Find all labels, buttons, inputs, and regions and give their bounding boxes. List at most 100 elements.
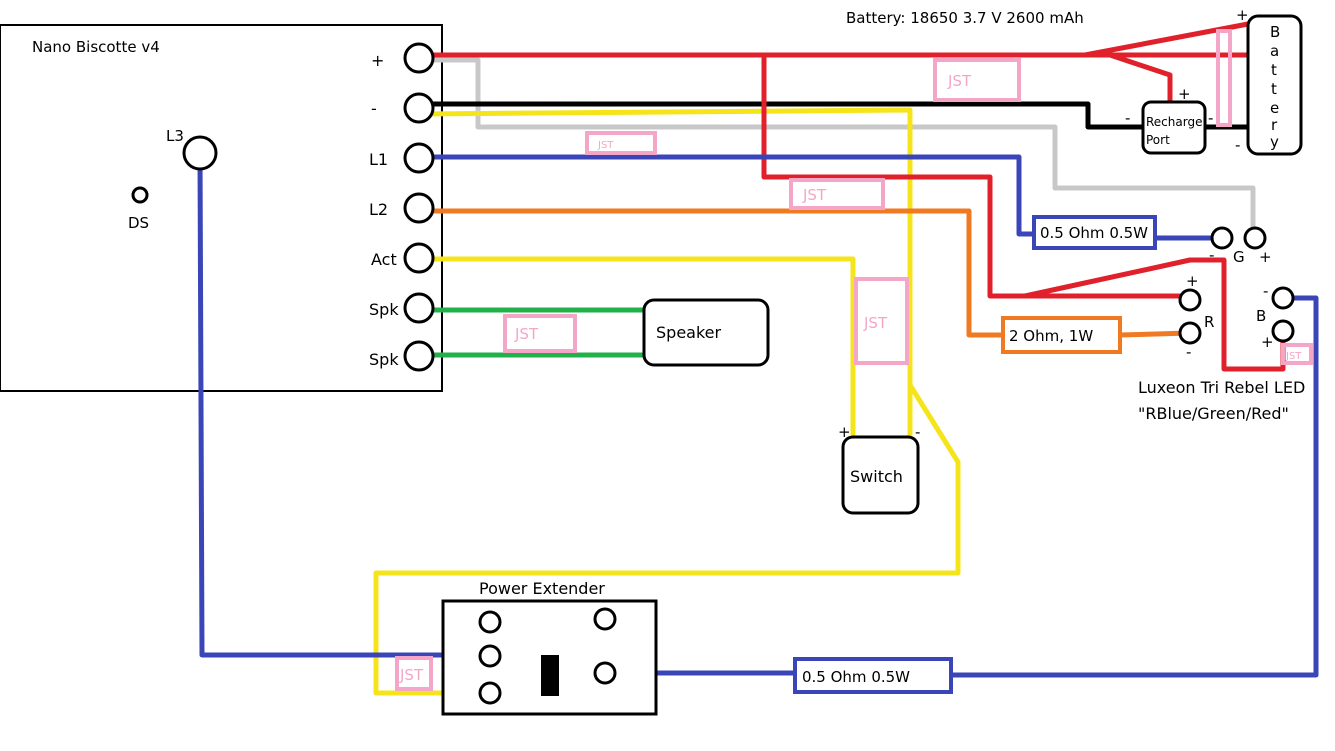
- battery-letter: t: [1271, 61, 1277, 79]
- led-g-plus: +: [1259, 248, 1272, 266]
- led-g-minus: -: [1209, 246, 1214, 264]
- pin-label-plus: +: [371, 51, 384, 70]
- battery-letter: e: [1270, 99, 1279, 117]
- wire-yellow-act: [418, 256, 856, 437]
- switch-label: Switch: [850, 467, 903, 486]
- wire-blue-l3: [197, 152, 491, 658]
- pin-l3: [182, 135, 218, 171]
- jst-box-speaker: [503, 314, 577, 353]
- wire-yellow-minus: [418, 107, 913, 437]
- switch-minus: -: [915, 423, 920, 441]
- pin-spk2: [403, 340, 435, 372]
- battery-minus: -: [1235, 136, 1240, 154]
- led-g-plus-pin: [1243, 226, 1267, 250]
- led-b-minus: -: [1263, 282, 1268, 300]
- jst-box-top: [933, 58, 1021, 102]
- resistor-red: [1001, 316, 1122, 354]
- wire-red-down: [761, 52, 1193, 299]
- speaker-box: [642, 298, 770, 367]
- recharge-minus-right: -: [1208, 109, 1213, 127]
- extender-pin-2: [478, 644, 502, 668]
- jst-box-small: [585, 131, 657, 155]
- battery-letter: a: [1270, 42, 1279, 60]
- pin-l2: [403, 192, 435, 224]
- recharge-label-2: Port: [1146, 133, 1170, 147]
- pin-label-act: Act: [371, 250, 397, 269]
- led-g-label: G: [1233, 248, 1245, 266]
- wire-blue-l1: [418, 154, 1037, 237]
- led-title-1: Luxeon Tri Rebel LED: [1138, 378, 1305, 397]
- led-b-plus-pin: [1271, 319, 1295, 343]
- led-title-2: "RBlue/Green/Red": [1138, 404, 1289, 423]
- recharge-plus: +: [1178, 85, 1191, 103]
- pin-label-spk1: Spk: [369, 300, 399, 319]
- led-r-label: R: [1204, 313, 1214, 331]
- pin-label-spk2: Spk: [369, 350, 399, 369]
- resistor-blue-label: 0.5 Ohm 0.5W: [802, 668, 910, 686]
- extender-pin-5: [593, 661, 617, 685]
- wire-black: [418, 101, 1146, 130]
- led-r-minus-pin: [1178, 321, 1202, 345]
- wire-blue-led-b: [948, 295, 1319, 678]
- battery-plus: +: [1236, 6, 1249, 24]
- battery-letter: y: [1270, 133, 1279, 151]
- board-title: Nano Biscotte v4: [32, 38, 160, 56]
- extender-pin-3: [478, 681, 502, 705]
- jst-label: JST: [802, 186, 827, 204]
- led-b-label: B: [1256, 307, 1266, 325]
- pin-label-l2: L2: [369, 200, 388, 219]
- battery-body: [1246, 14, 1303, 156]
- ds-label: DS: [128, 214, 149, 232]
- recharge-label-1: Recharge: [1146, 115, 1202, 129]
- led-g-minus-pin: [1210, 226, 1234, 250]
- pin-plus: [403, 42, 435, 74]
- jst-battery-vertical: [1216, 29, 1232, 127]
- nano-biscotte-board: [0, 24, 443, 392]
- jst-box-switch: [854, 277, 909, 365]
- wire-red-batt-top: [1082, 21, 1251, 58]
- led-r-minus: -: [1186, 343, 1191, 361]
- speaker-label: Speaker: [656, 323, 722, 342]
- pin-act: [403, 242, 435, 274]
- led-r-plus: +: [1186, 272, 1199, 290]
- resistor-blue: [793, 657, 953, 694]
- pin-label-minus: -: [371, 99, 377, 118]
- led-b-plus: +: [1261, 333, 1274, 351]
- jst-label: JST: [399, 666, 424, 684]
- battery-letter: t: [1271, 80, 1277, 98]
- led-r-plus-pin: [1178, 288, 1202, 312]
- switch-box: [841, 435, 920, 515]
- resistor-green: [1032, 215, 1157, 250]
- battery-letter: B: [1270, 23, 1280, 41]
- wire-orange-l2: [418, 208, 1006, 338]
- led-b-minus-pin: [1271, 286, 1295, 310]
- pin-label-l1: L1: [369, 150, 388, 169]
- pin-spk1: [403, 292, 435, 324]
- battery-letters: B a t t e r y: [1270, 23, 1280, 151]
- l3-label: L3: [166, 127, 184, 145]
- jst-label: JST: [947, 72, 972, 90]
- jst-label: JST: [514, 325, 539, 343]
- wire-yellow-switch-extender: [373, 382, 961, 696]
- jst-label: JST: [863, 314, 888, 332]
- power-extender-title: Power Extender: [479, 579, 605, 598]
- resistor-red-label: 2 Ohm, 1W: [1009, 327, 1093, 345]
- recharge-minus-left: -: [1125, 109, 1130, 127]
- extender-chip: [541, 655, 559, 696]
- pin-l1: [403, 142, 435, 174]
- pin-minus: [403, 92, 435, 124]
- wire-orange-r: [1117, 330, 1193, 338]
- switch-plus: +: [838, 423, 851, 441]
- wire-red-recharge: [1107, 52, 1173, 106]
- resistor-green-label: 0.5 Ohm 0.5W: [1040, 224, 1148, 242]
- extender-pin-1: [478, 610, 502, 634]
- wire-gray: [418, 57, 1256, 233]
- jst-box-extender: [395, 656, 433, 691]
- recharge-port: [1141, 100, 1207, 155]
- jst-label: JST: [597, 140, 614, 151]
- jst-box-red: [789, 178, 885, 210]
- ds-pad: [131, 186, 149, 204]
- jst-label: JST: [1285, 351, 1302, 362]
- extender-pin-4: [593, 607, 617, 631]
